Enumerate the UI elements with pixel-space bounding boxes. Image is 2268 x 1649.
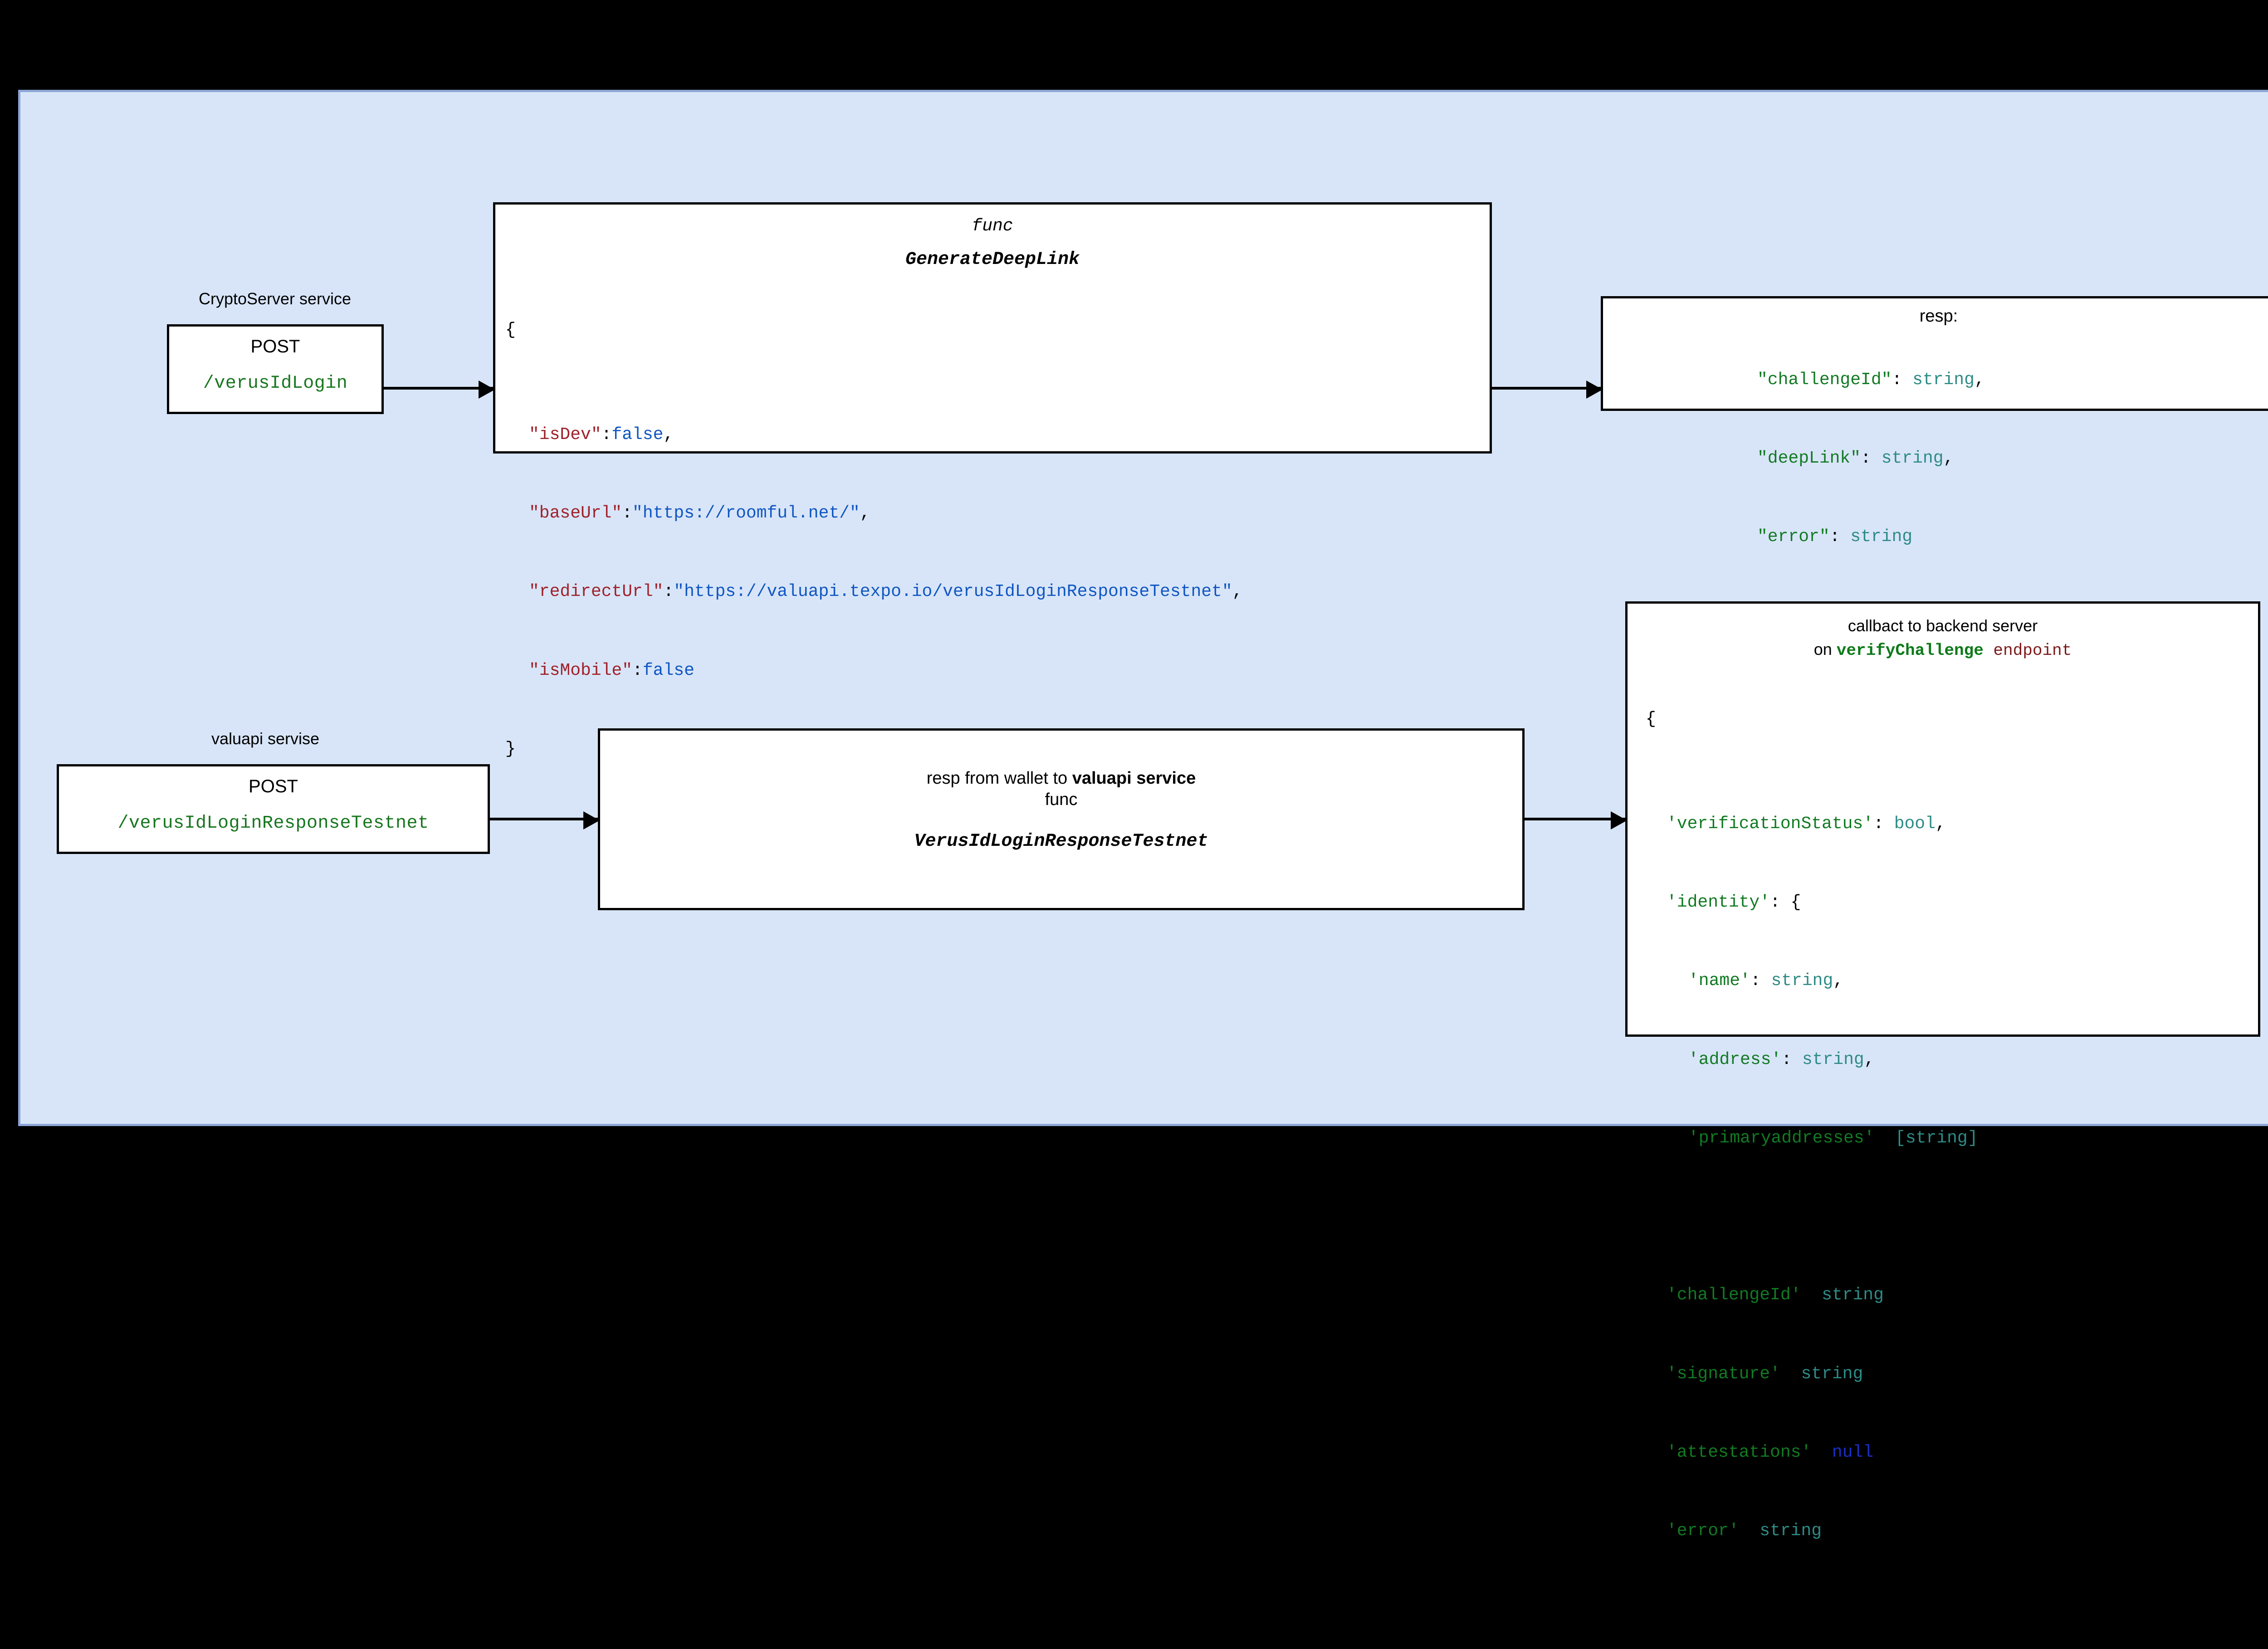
callback-colon-8: : xyxy=(1811,1442,1822,1462)
callback-comma-3: , xyxy=(1864,1049,1875,1069)
json-key-redirecturl: "redirectUrl" xyxy=(529,582,664,602)
resp-box-title: resp: xyxy=(1919,307,1958,326)
resp-colon-2: : xyxy=(1829,527,1840,547)
callback-subtitle-prefix: on xyxy=(1813,640,1837,659)
cryptoserver-service-caption: CryptoServer service xyxy=(198,289,352,308)
json-colon-1: : xyxy=(622,503,633,523)
generate-deeplink-func-keyword: func xyxy=(972,216,1013,236)
resp-colon-1: : xyxy=(1861,449,1871,468)
arrow-valuapi-to-wallet xyxy=(490,811,600,829)
resp-box-fields: "challengeId": string, "deepLink": strin… xyxy=(1757,341,2268,576)
valuapi-path-label: /verusIdLoginResponseTestnet xyxy=(117,813,429,834)
callback-value-address: string xyxy=(1802,1049,1864,1069)
callback-comma-8: , xyxy=(1873,1442,1884,1462)
callback-open-brace: { xyxy=(1646,709,1656,729)
callback-value-error: string xyxy=(1760,1521,1822,1541)
resp-key-challengeid: "challengeId" xyxy=(1757,370,1892,390)
valuapi-service-caption: valuapi servise xyxy=(211,729,320,748)
resp-colon-0: : xyxy=(1892,370,1902,390)
cryptoserver-endpoint-box[interactable]: POST /verusIdLogin xyxy=(167,324,384,414)
resp-value-error: string xyxy=(1850,527,1913,547)
callback-value-primaryaddresses: [string] xyxy=(1895,1128,1978,1148)
resp-value-challengeid: string xyxy=(1912,370,1975,390)
json-comma-1: , xyxy=(860,503,870,523)
arrow-login-to-generate xyxy=(384,381,495,399)
json-comma-0: , xyxy=(663,424,674,444)
json-value-isdev: false xyxy=(611,424,664,444)
wallet-response-func-keyword: func xyxy=(1045,790,1078,809)
valuapi-method-label: POST xyxy=(249,776,298,796)
resp-key-deeplink: "deepLink" xyxy=(1757,449,1861,468)
callback-box-title: callbact to backend server xyxy=(1848,616,2038,635)
callback-value-verificationstatus: bool xyxy=(1894,814,1936,834)
json-key-isdev: "isDev" xyxy=(529,424,601,444)
generate-deeplink-func-name: GenerateDeepLink xyxy=(905,249,1080,270)
callback-value-identity-open: { xyxy=(1790,893,1801,912)
callback-value-challengeid: string xyxy=(1822,1285,1884,1305)
json-comma-2: , xyxy=(1232,582,1243,602)
callback-colon-7: : xyxy=(1780,1364,1791,1384)
arrow-wallet-to-callback xyxy=(1525,811,1627,829)
json-colon-2: : xyxy=(663,582,674,602)
generate-deeplink-json-body: { "isDev":false, "baseUrl":"https://room… xyxy=(505,291,1490,788)
json-key-ismobile: "isMobile" xyxy=(529,660,633,680)
json-colon-3: : xyxy=(632,660,643,680)
callback-json-body: { 'verificationStatus': bool, 'identity'… xyxy=(1646,680,2258,1649)
callback-identity-close: }, xyxy=(1667,1207,1687,1226)
callback-colon-6: : xyxy=(1801,1285,1812,1305)
resp-comma-1: , xyxy=(1943,449,1954,468)
resp-box[interactable]: resp: "challengeId": string, "deepLink":… xyxy=(1601,296,2268,546)
callback-comma-2: , xyxy=(1833,971,1844,991)
callback-colon-2: : xyxy=(1750,971,1761,991)
wallet-response-func-name: VerusIdLoginResponseTestnet xyxy=(914,831,1208,852)
wallet-response-service-name: valuapi service xyxy=(1072,769,1196,788)
json-close-brace: } xyxy=(505,739,516,759)
json-value-baseurl: "https://roomful.net/" xyxy=(632,503,860,523)
valuapi-endpoint-box[interactable]: POST /verusIdLoginResponseTestnet xyxy=(57,764,490,854)
callback-key-verificationstatus: 'verificationStatus' xyxy=(1667,814,1874,834)
callback-key-name: 'name' xyxy=(1688,971,1750,991)
wallet-response-description: resp from wallet to valuapi service xyxy=(600,769,1522,788)
callback-box-subtitle: on verifyChallenge endpoint xyxy=(1628,640,2258,660)
callback-value-attestations: null xyxy=(1832,1442,1874,1462)
arrow-generate-to-resp xyxy=(1492,381,1603,399)
wallet-response-box[interactable]: resp from wallet to valuapi service func… xyxy=(598,728,1525,910)
callback-comma-0: , xyxy=(1935,814,1946,834)
callback-key-identity: 'identity' xyxy=(1667,893,1770,912)
callback-key-attestations: 'attestations' xyxy=(1667,1442,1812,1462)
resp-value-deeplink: string xyxy=(1881,449,1944,468)
callback-key-error: 'error' xyxy=(1667,1521,1739,1541)
callback-colon-3: : xyxy=(1781,1049,1792,1069)
json-value-ismobile: false xyxy=(642,660,694,680)
callback-close-brace: } xyxy=(1646,1600,1656,1620)
callback-colon-0: : xyxy=(1873,814,1884,834)
callback-box[interactable]: callbact to backend server on verifyChal… xyxy=(1625,601,2260,1619)
callback-key-signature: 'signature' xyxy=(1667,1364,1780,1384)
callback-key-challengeid: 'challengeId' xyxy=(1667,1285,1801,1305)
callback-colon-1: : xyxy=(1770,893,1780,912)
json-key-baseurl: "baseUrl" xyxy=(529,503,622,523)
callback-key-primaryaddresses: 'primaryaddresses' xyxy=(1688,1128,1875,1148)
json-value-redirecturl: "https://valuapi.texpo.io/verusIdLoginRe… xyxy=(674,582,1232,602)
callback-colon-9: : xyxy=(1739,1521,1750,1541)
resp-key-error: "error" xyxy=(1757,527,1830,547)
callback-colon-4: : xyxy=(1874,1128,1885,1148)
json-open-brace: { xyxy=(505,320,516,340)
callback-key-address: 'address' xyxy=(1688,1049,1782,1069)
callback-endpoint-name: verifyChallenge xyxy=(1836,641,1984,660)
callback-subtitle-suffix: endpoint xyxy=(1983,641,2072,660)
callback-value-name: string xyxy=(1771,971,1833,991)
callback-comma-6: , xyxy=(1883,1285,1894,1305)
diagram-panel: CryptoServer service POST /verusIdLogin … xyxy=(18,90,2268,1619)
generate-deeplink-box[interactable]: func GenerateDeepLink { "isDev":false, "… xyxy=(493,202,1492,759)
cryptoserver-path-label: /verusIdLogin xyxy=(203,373,348,394)
resp-comma-0: , xyxy=(1974,370,1985,390)
callback-value-signature: string xyxy=(1801,1364,1863,1384)
json-colon-0: : xyxy=(601,424,612,444)
callback-comma-7: , xyxy=(1863,1364,1874,1384)
wallet-response-prefix: resp from wallet to xyxy=(926,769,1072,788)
cryptoserver-method-label: POST xyxy=(250,337,300,356)
